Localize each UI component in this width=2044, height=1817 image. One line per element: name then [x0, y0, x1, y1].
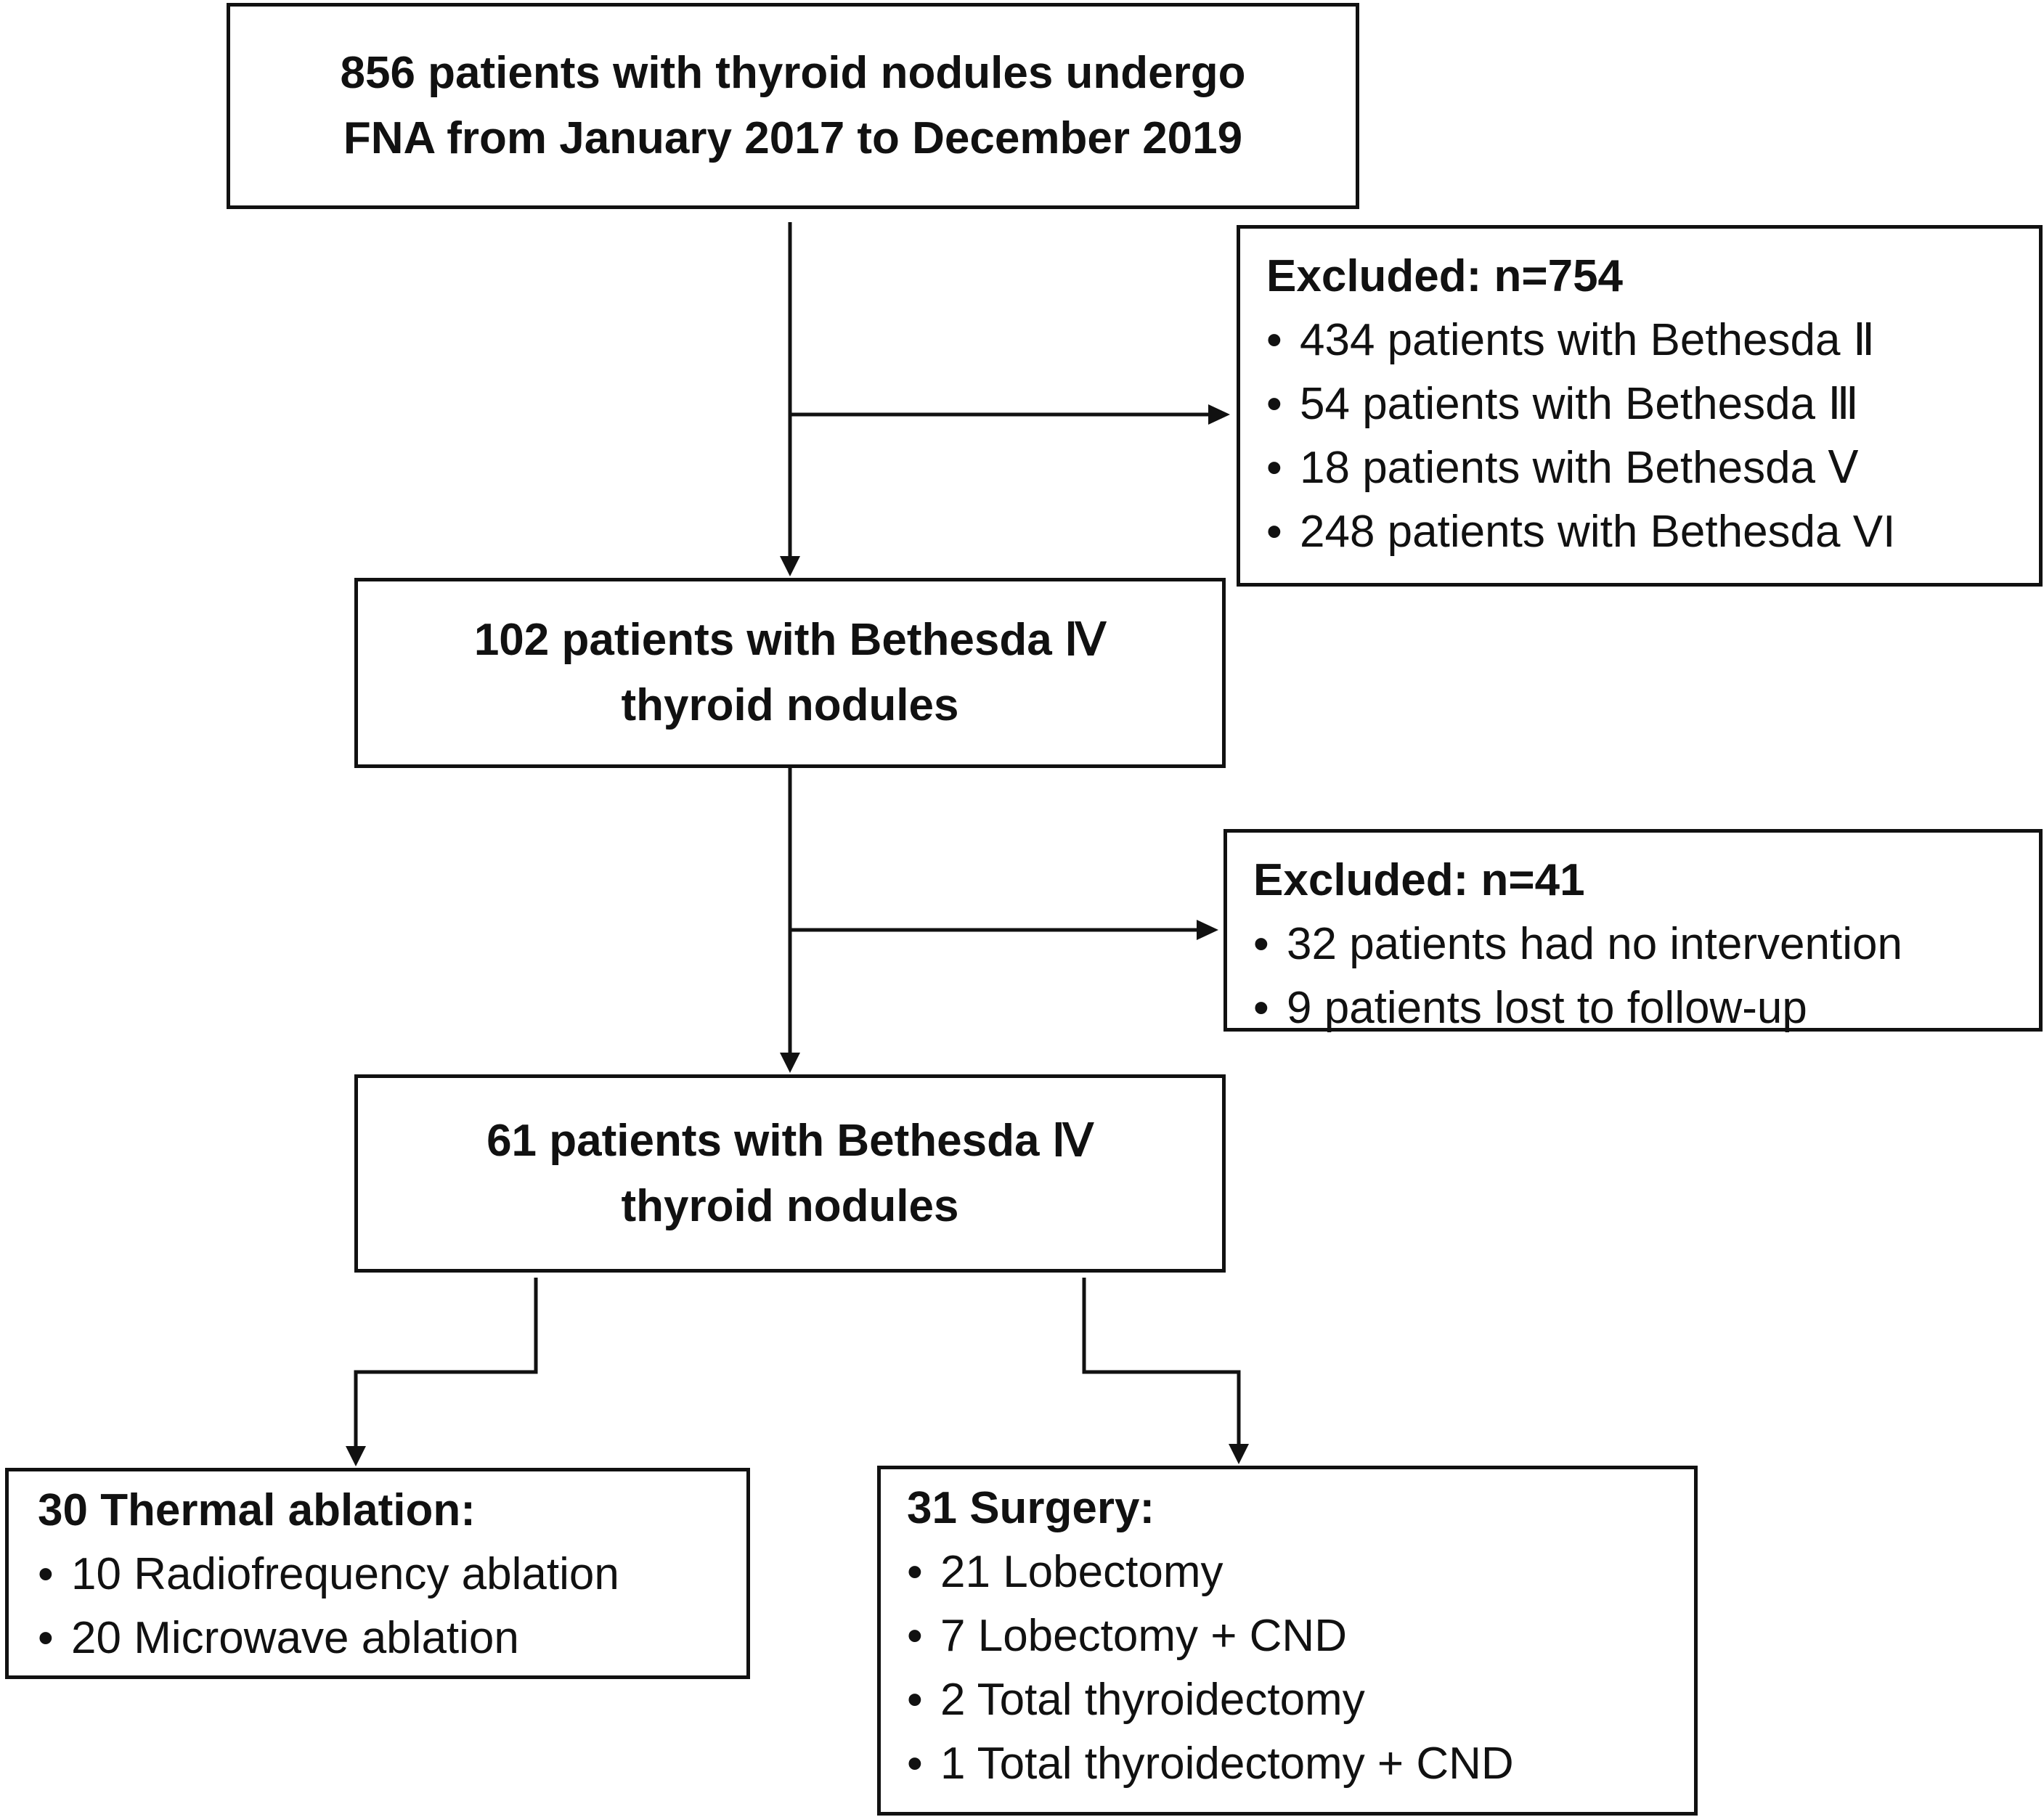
excluded-box-2: Excluded: n=41 • 32 patients had no inter… — [1223, 829, 2043, 1033]
surgery-item-text: 1 Total thyroidectomy + CND — [940, 1739, 1514, 1789]
bullet: • — [1266, 443, 1282, 493]
excluded-2-title: Excluded: n=41 — [1253, 855, 1585, 905]
excluded-1-item: • 18 patients with Bethesda Ⅴ — [1266, 436, 2039, 500]
surgery-item-text: 2 Total thyroidectomy — [940, 1675, 1365, 1725]
arrow-61-to-surgery — [1082, 1278, 1241, 1448]
stage-102-box: 102 patients with Bethesda Ⅳ thyroid nod… — [354, 578, 1226, 768]
surgery-item: • 2 Total thyroidectomy — [907, 1668, 1694, 1732]
excluded-1-title: Excluded: n=754 — [1266, 251, 1624, 301]
bullet: • — [38, 1549, 54, 1599]
bullet: • — [907, 1611, 923, 1661]
excluded-1-item: • 54 patients with Bethesda Ⅲ — [1266, 372, 2039, 436]
excluded-2-item: • 32 patients had no intervention — [1253, 912, 2039, 976]
bullet: • — [907, 1675, 923, 1725]
excluded-box-1: Excluded: n=754 • 434 patients with Bethe… — [1237, 225, 2043, 587]
surgery-item-text: 21 Lobectomy — [940, 1547, 1223, 1597]
ablation-item-text: 20 Microwave ablation — [71, 1613, 519, 1663]
start-line-2: FNA from January 2017 to December 2019 — [343, 113, 1243, 163]
stage-61-line-1: 61 patients with Bethesda Ⅳ — [486, 1115, 1094, 1166]
start-box: 856 patients with thyroid nodules underg… — [227, 3, 1359, 209]
start-line-1: 856 patients with thyroid nodules underg… — [340, 48, 1246, 98]
surgery-item: • 21 Lobectomy — [907, 1540, 1694, 1604]
surgery-item: • 1 Total thyroidectomy + CND — [907, 1732, 1694, 1796]
arrowhead-102 — [780, 556, 800, 576]
excluded-1-item-text: 248 patients with Bethesda VI — [1300, 507, 1896, 557]
surgery-title: 31 Surgery: — [907, 1483, 1155, 1533]
arrow-61-to-ablation — [354, 1278, 538, 1450]
ablation-item: • 20 Microwave ablation — [38, 1606, 746, 1670]
ablation-title: 30 Thermal ablation: — [38, 1485, 476, 1535]
stage-102-line-2: thyroid nodules — [621, 680, 959, 730]
surgery-box: 31 Surgery: • 21 Lobectomy • 7 Lobectomy +… — [877, 1466, 1698, 1816]
arrowhead-excluded-2 — [1197, 920, 1218, 940]
arrowhead-surgery — [1229, 1444, 1249, 1464]
surgery-item-text: 7 Lobectomy + CND — [940, 1611, 1347, 1661]
arrowhead-ablation — [346, 1446, 366, 1466]
excluded-1-item-text: 434 patients with Bethesda Ⅱ — [1300, 315, 1876, 365]
excluded-2-item-text: 9 patients lost to follow-up — [1287, 983, 1807, 1033]
bullet: • — [38, 1613, 54, 1663]
surgery-item: • 7 Lobectomy + CND — [907, 1604, 1694, 1668]
bullet: • — [1266, 379, 1282, 429]
excluded-1-item-text: 54 patients with Bethesda Ⅲ — [1300, 379, 1860, 429]
stage-61-box: 61 patients with Bethesda Ⅳ thyroid nodu… — [354, 1074, 1226, 1273]
bullet: • — [907, 1547, 923, 1597]
bullet: • — [1253, 919, 1269, 969]
bullet: • — [1253, 983, 1269, 1033]
stage-61-line-2: thyroid nodules — [621, 1180, 959, 1231]
bullet: • — [1266, 507, 1282, 557]
ablation-item-text: 10 Radiofrequency ablation — [71, 1549, 619, 1599]
excluded-1-item-text: 18 patients with Bethesda Ⅴ — [1300, 443, 1859, 493]
excluded-2-item: • 9 patients lost to follow-up — [1253, 976, 2039, 1040]
excluded-2-item-text: 32 patients had no intervention — [1287, 919, 1902, 969]
ablation-item: • 10 Radiofrequency ablation — [38, 1543, 746, 1606]
bullet: • — [1266, 315, 1282, 365]
ablation-box: 30 Thermal ablation: • 10 Radiofrequency … — [5, 1468, 750, 1679]
bullet: • — [907, 1739, 923, 1789]
stage-102-line-1: 102 patients with Bethesda Ⅳ — [473, 615, 1107, 665]
arrowhead-excluded-1 — [1208, 404, 1230, 425]
excluded-1-item: • 248 patients with Bethesda VI — [1266, 500, 2039, 564]
excluded-1-item: • 434 patients with Bethesda Ⅱ — [1266, 309, 2039, 372]
arrowhead-61 — [780, 1053, 800, 1073]
